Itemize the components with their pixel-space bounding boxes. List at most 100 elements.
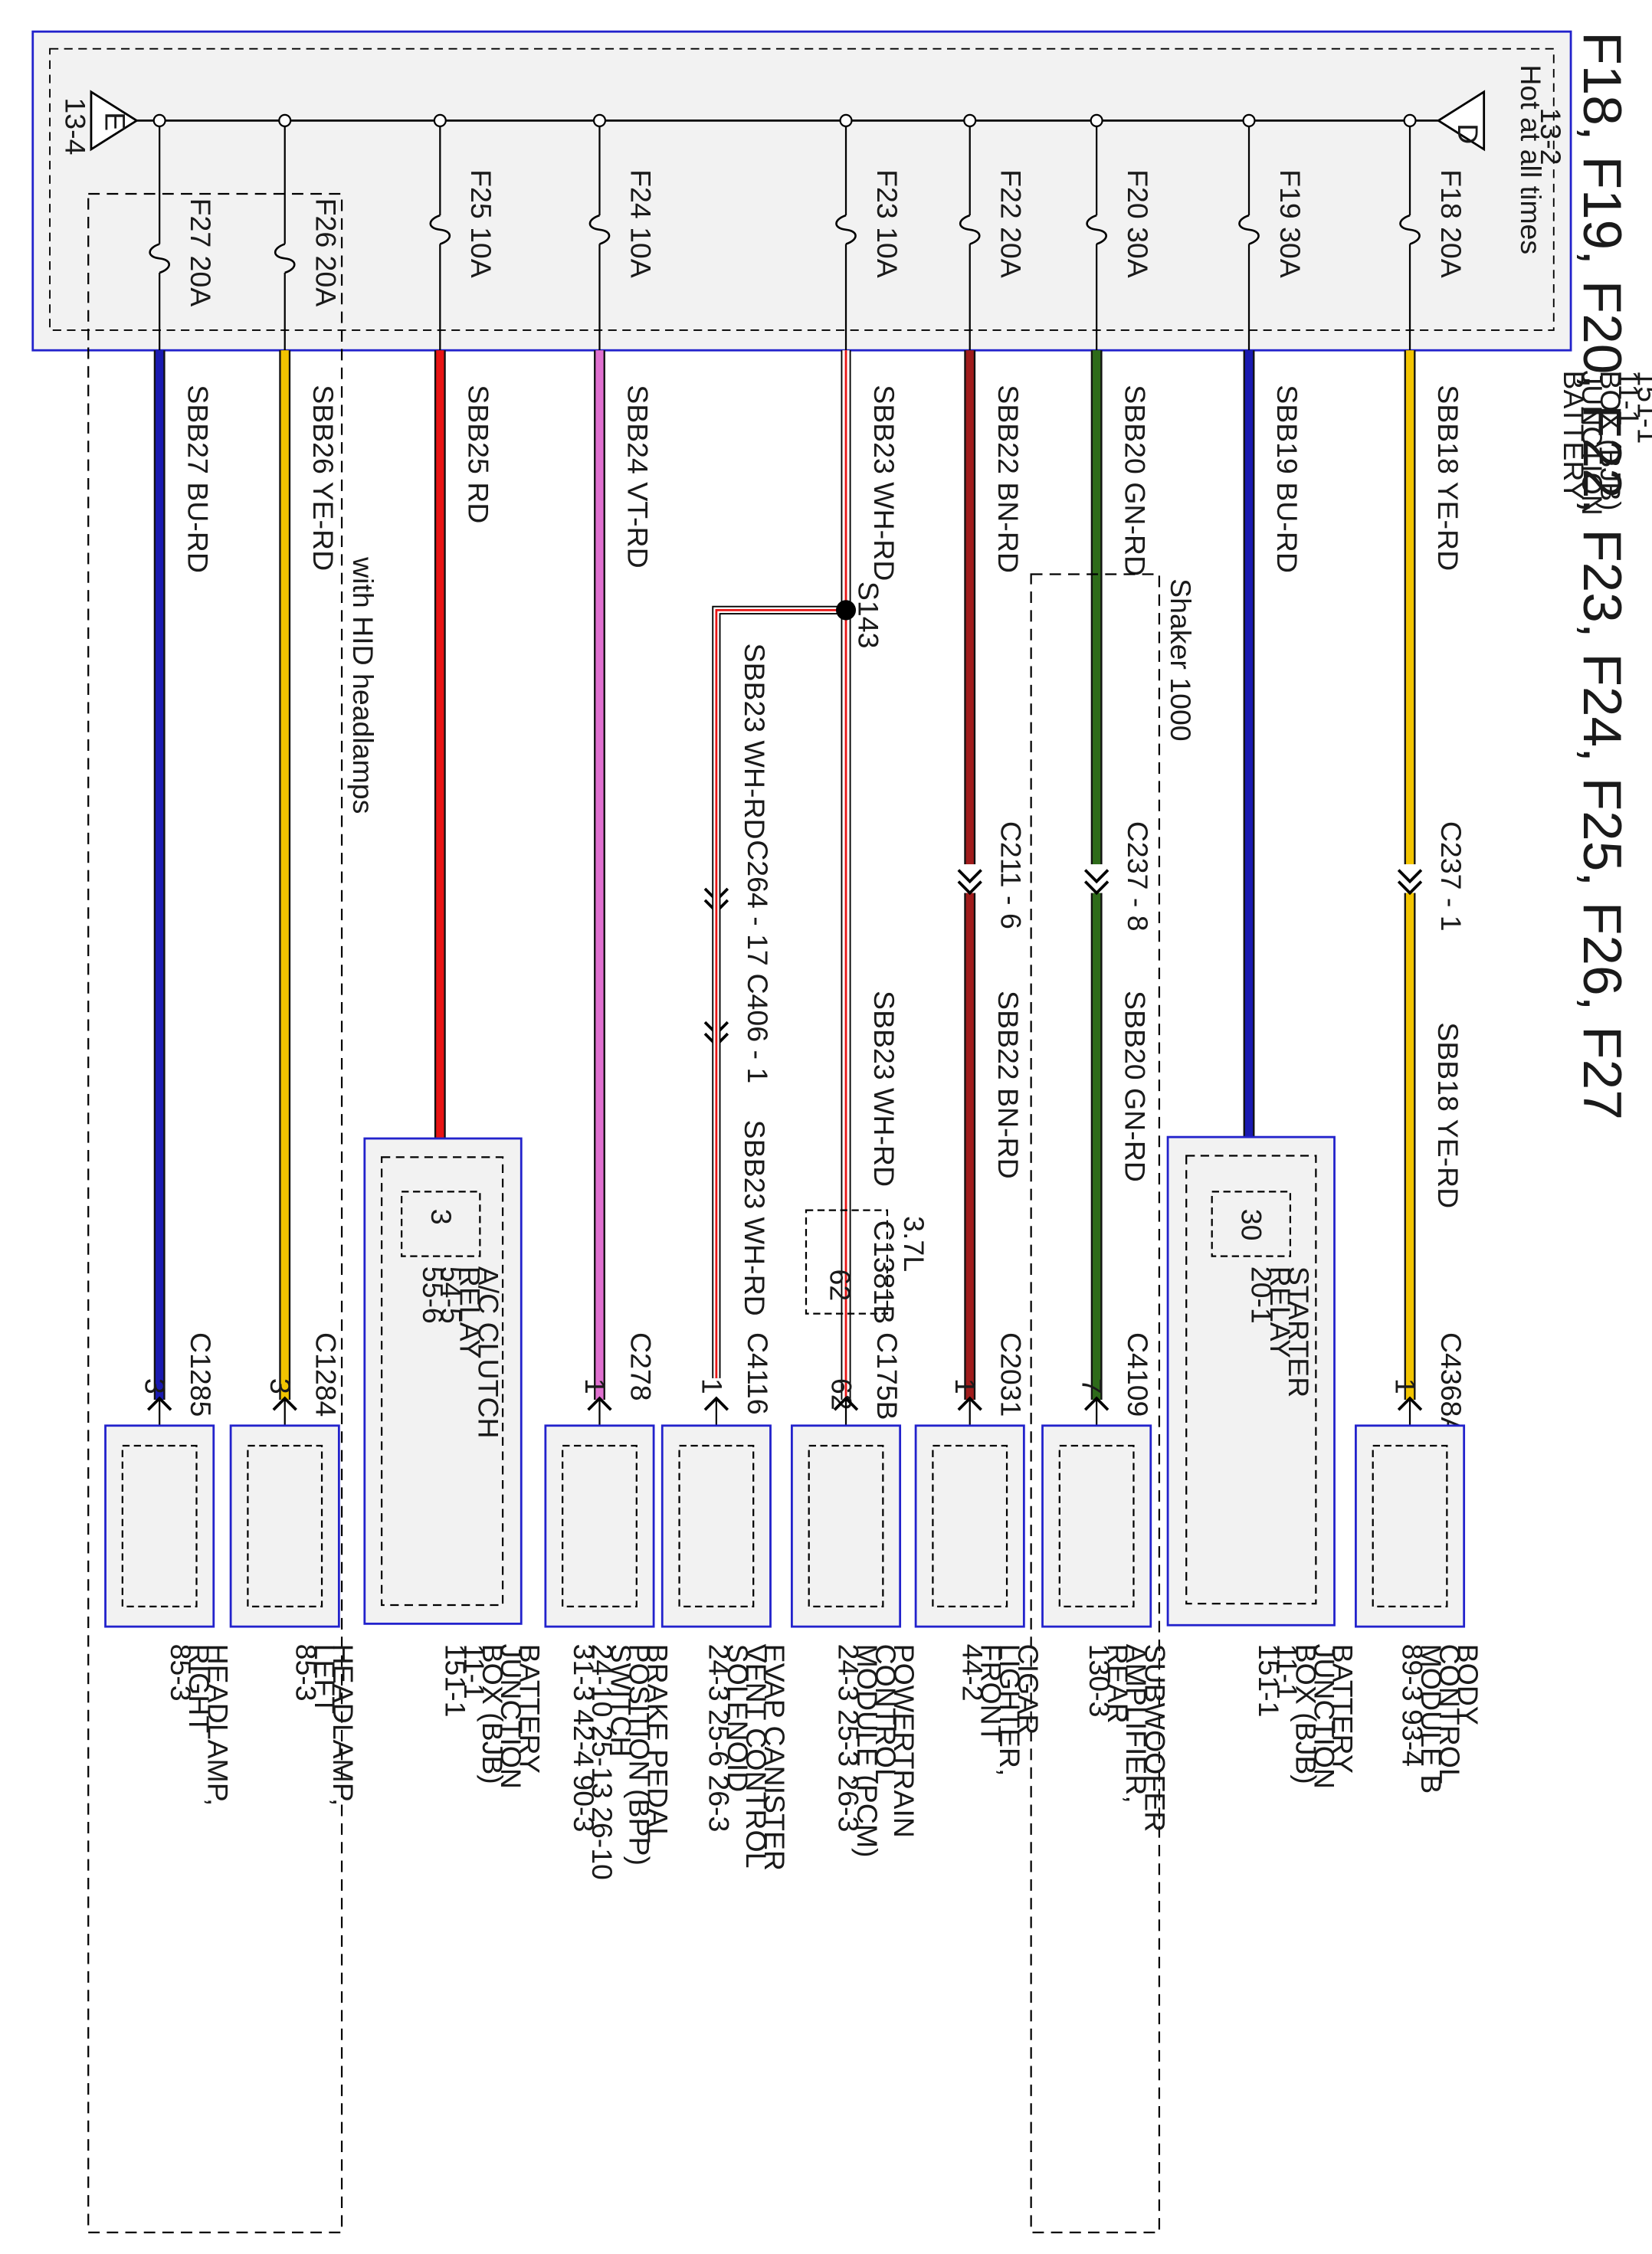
bus-tap (433, 113, 447, 128)
component-label-line: AMPLIFIER, (1120, 1644, 1152, 1804)
bus-tap (278, 113, 292, 128)
fuse-f27: F27 20A (149, 113, 217, 351)
component-label-line: HEADLAMP, (327, 1644, 359, 1807)
ac-clutch-relay-box: 3 A/C CLUTCH RELAY 54-5 55-6 (363, 1137, 523, 1625)
fuse-label: F18 20A (1435, 169, 1467, 278)
component-label-line: SUBWOOFER (1139, 1644, 1171, 1833)
connector-label: C211 - 6 (995, 821, 1028, 929)
component-label-line: REAR (1102, 1644, 1134, 1724)
connector-gap (1085, 864, 1109, 893)
connector-arrow (1397, 869, 1423, 884)
component-label-line: POWERTRAIN (888, 1644, 920, 1838)
shaker-region: Shaker 1000 (1030, 573, 1197, 2234)
node-e: E 13-4 (60, 90, 139, 155)
fuse-label: F25 10A (465, 169, 497, 278)
starter-relay-box: 30 STARTER RELAY 20-1 (1166, 1135, 1336, 1627)
component-label-line: 130-3 (1083, 1644, 1116, 1718)
svg-text:11-1: 11-1 (1613, 370, 1645, 425)
component-label-line: 11-1 (458, 1644, 490, 1699)
fuse-label: F22 20A (995, 169, 1028, 278)
component-inner (678, 1444, 755, 1608)
node-d: D (1436, 90, 1486, 152)
wire-sbb23-label: SBB23 WH-RD (868, 385, 900, 581)
component-label-line: CONTROL (870, 1644, 902, 1784)
bus-tap (839, 113, 853, 128)
component-label-line: BOX (BJB) (477, 1644, 509, 1784)
fuse-symbol (1238, 214, 1260, 245)
svg-text:with HID headlamps: with HID headlamps (347, 556, 379, 814)
component-label-line: 85-3 (290, 1644, 323, 1702)
fuse-symbol (1086, 214, 1107, 245)
connector-c237-8: C237 - 8 (1083, 821, 1154, 932)
wire-sbb27-label: SBB27 BU-RD (182, 385, 214, 573)
component-label-line: BATTERY (1327, 1644, 1359, 1774)
component-label-line: HEADLAMP, (202, 1644, 234, 1807)
fuse-symbol (959, 214, 981, 245)
connector-label: C264 - 17 (742, 840, 774, 966)
bus-tap (1242, 113, 1256, 128)
component-label-line: MODULE (PCM) (851, 1644, 883, 1858)
bus-tap (1090, 113, 1103, 128)
svg-text:JUNCTION: JUNCTION (1576, 370, 1608, 515)
connector-name: C1284 (310, 1332, 343, 1417)
fuse-f26: F26 20A (274, 113, 342, 351)
component-label-line: 44-2 (956, 1644, 988, 1702)
diagram-title: F18, F19, F20, F22, F23, F24, F25, F26, … (1572, 31, 1632, 1120)
connector-label: C406 - 1 (742, 973, 774, 1083)
component-label-line: VENT CONTROL (740, 1644, 772, 1869)
wire-sbb20-label: SBB20 GN-RD (1119, 385, 1151, 576)
bjb-label: BATTERY JUNCTION BOX (BJB) 11-1 151-1 (1558, 370, 1652, 515)
component-label-line: 24-3 25-3 26-3 (833, 1644, 865, 1833)
wire-sbb18-label-2: SBB18 YE-RD (1432, 1022, 1464, 1208)
hot-label: Hot at all times 13-2 (1515, 64, 1567, 254)
component-box (229, 1424, 340, 1628)
connector-pin: 1 (949, 1378, 982, 1394)
svg-text:RELAY: RELAY (1264, 1266, 1296, 1358)
svg-text:RELAY: RELAY (454, 1266, 486, 1358)
connector-pin: 3 (139, 1378, 172, 1394)
splice-s143: S143 (712, 582, 885, 1378)
component-label-line: CONTROL (1434, 1644, 1466, 1784)
svg-text:BOX (BJB): BOX (BJB) (1595, 370, 1627, 510)
fuse-f25: F25 10A (429, 113, 497, 351)
svg-text:62: 62 (824, 1270, 857, 1302)
connector-name: C175B (871, 1332, 903, 1420)
component-inner (247, 1444, 323, 1608)
component-inner (121, 1444, 198, 1608)
connector-pin: 1 (579, 1378, 611, 1394)
wire-sbb26-label: SBB26 YE-RD (307, 385, 339, 571)
bus-tap (592, 113, 607, 128)
svg-text:54-5: 54-5 (435, 1266, 467, 1324)
connector-c264-17: C264 - 17 (703, 840, 774, 966)
component-label-line: 31-3 42-4 90-3 (568, 1644, 600, 1833)
fuse-symbol (429, 214, 451, 245)
svg-text:55-6: 55-6 (417, 1266, 449, 1324)
svg-text:D: D (1452, 123, 1484, 144)
component-box (1041, 1424, 1152, 1628)
fuse-symbol (588, 214, 611, 245)
component-label-line: POSITION (BPP) (624, 1644, 656, 1866)
fuse-symbol (1399, 214, 1421, 245)
wire-sbb22-label: SBB22 BN-RD (992, 385, 1024, 573)
connector-arrow (957, 1396, 982, 1411)
component-box (790, 1424, 902, 1628)
component-label-line: JUNCTION (495, 1644, 527, 1789)
fuse-label: F19 30A (1274, 169, 1306, 278)
fuse-f20: F20 30A (1086, 113, 1154, 351)
fuse-symbol (149, 243, 170, 274)
fuse-label: F24 10A (624, 169, 657, 278)
svg-text:Hot at all times: Hot at all times (1515, 64, 1547, 254)
component-label-line: MODULE B (1415, 1644, 1447, 1794)
wire-sbb23-branch-label: SBB23 WH-RD (739, 644, 771, 840)
svg-text:E: E (100, 112, 132, 131)
component-label-line: BODY (1452, 1644, 1484, 1725)
